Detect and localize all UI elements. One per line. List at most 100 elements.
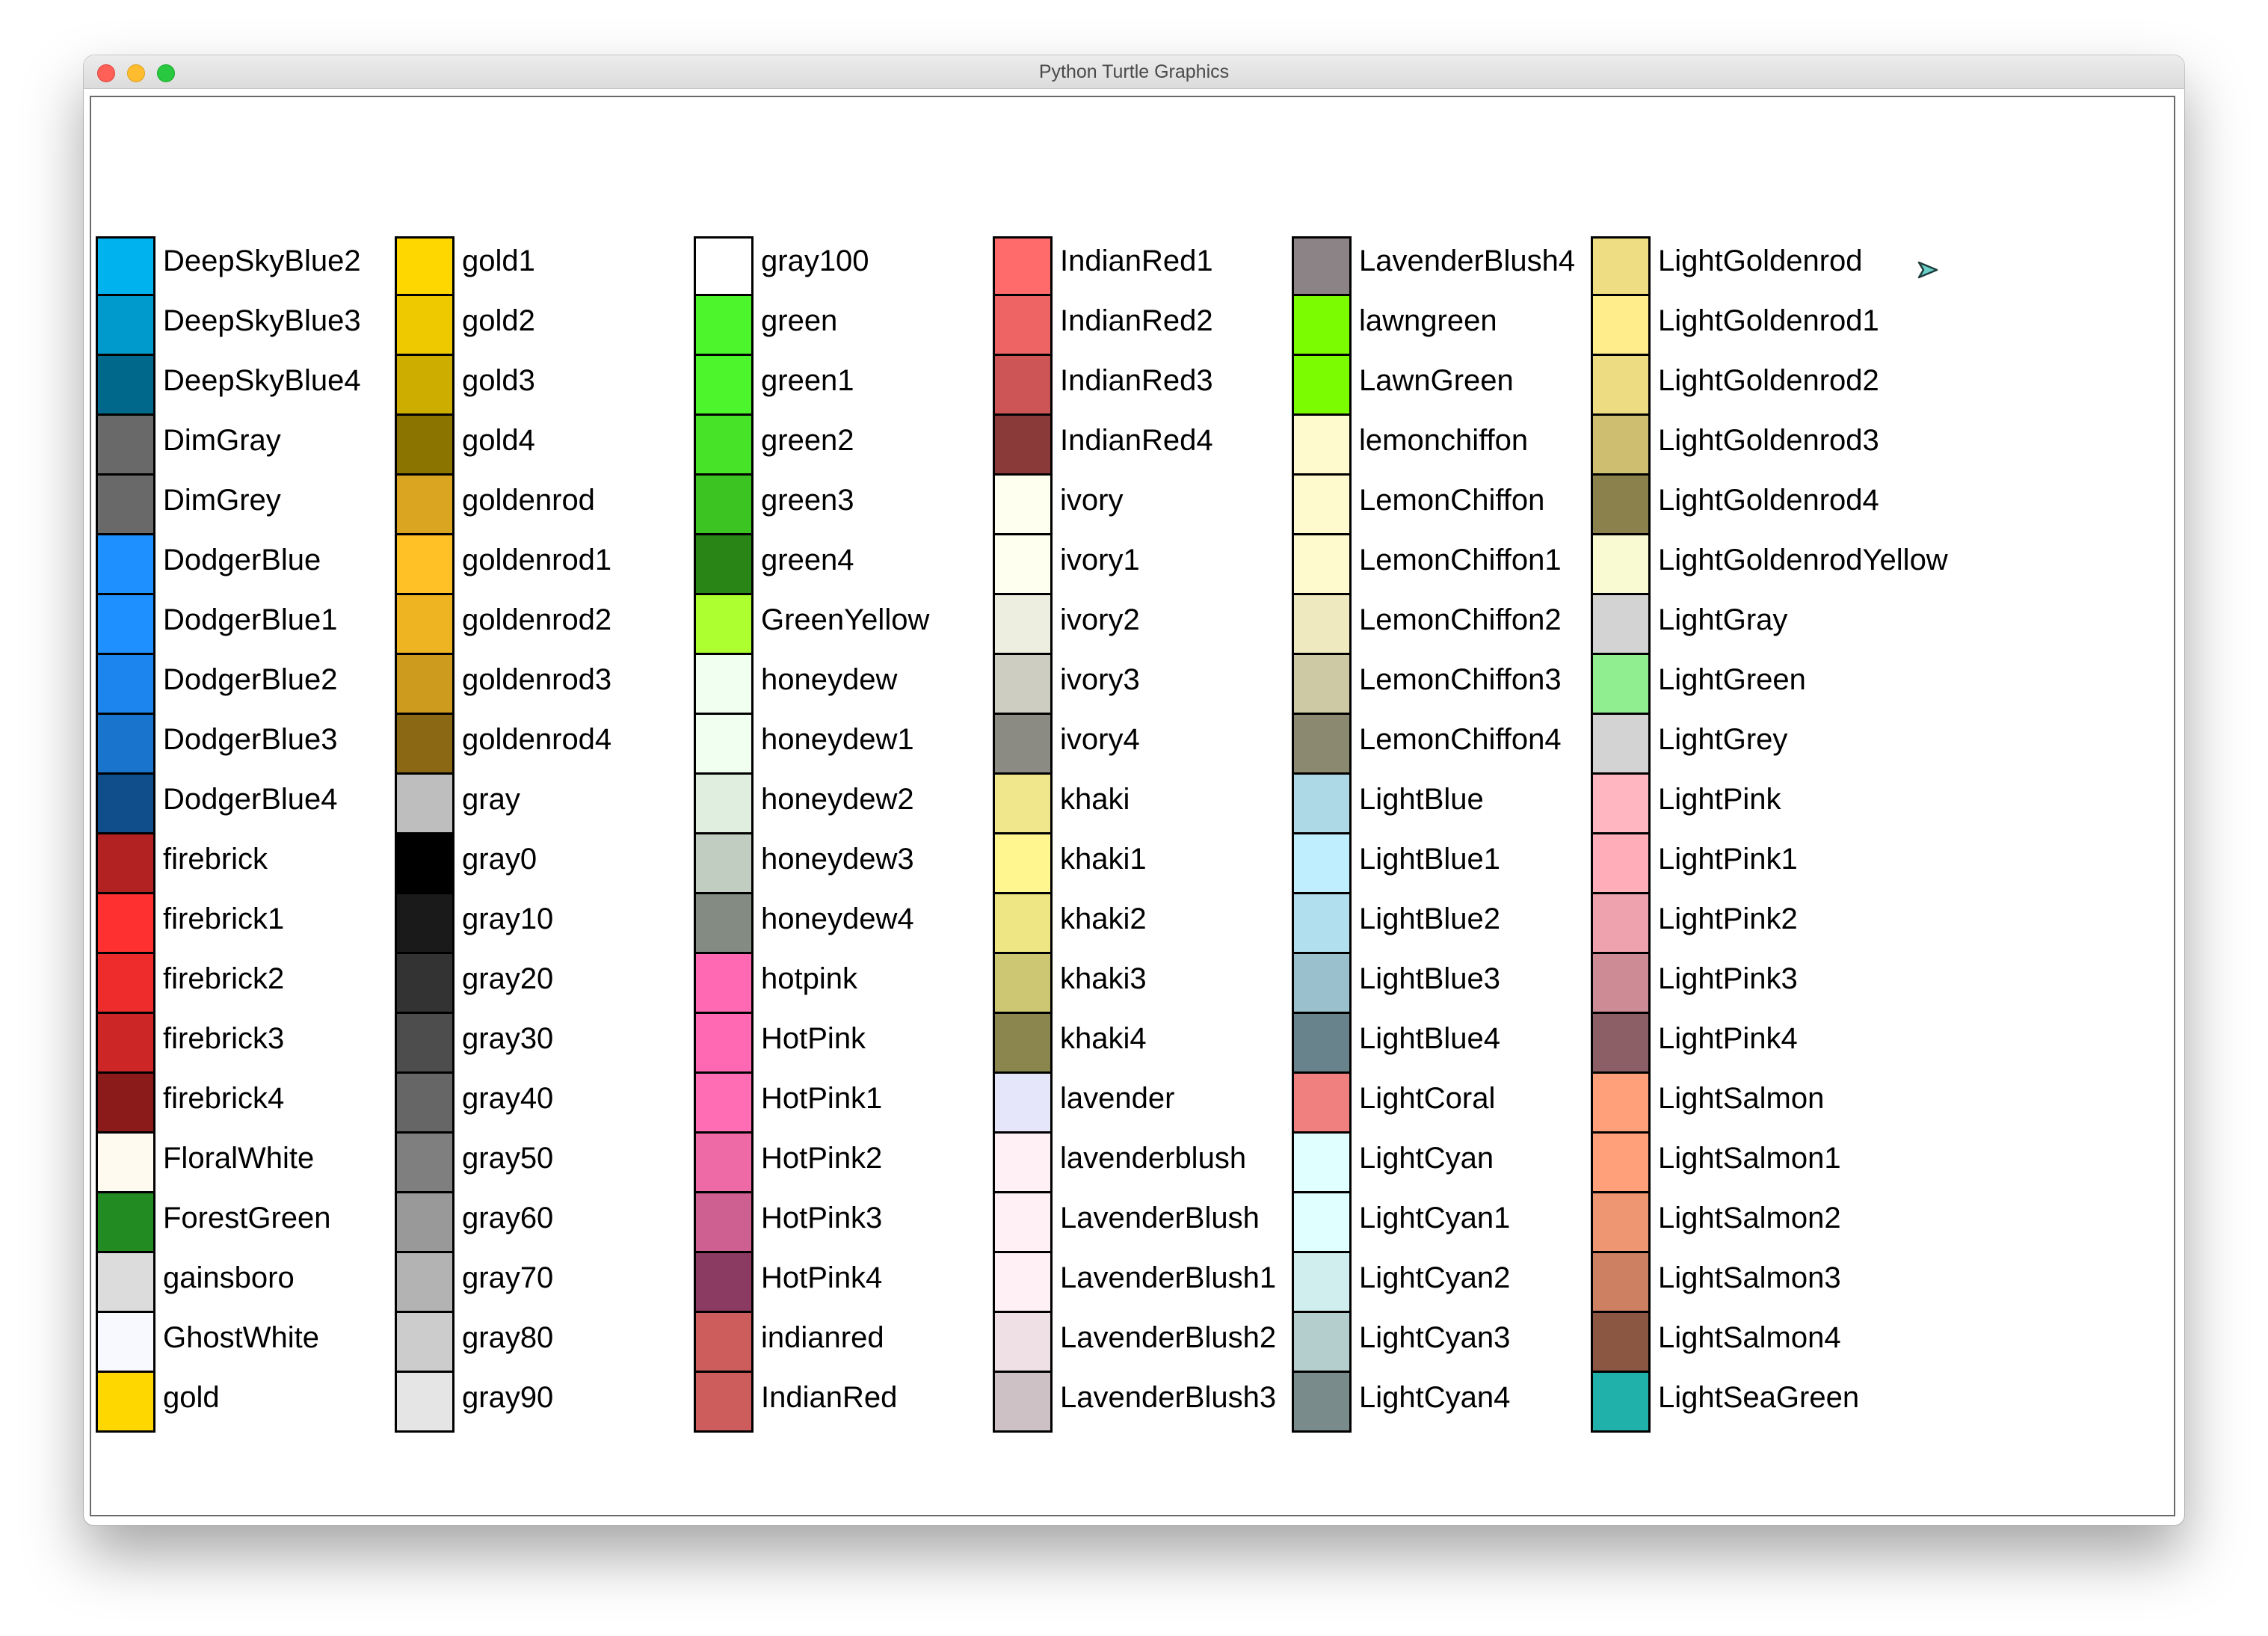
color-chip — [96, 1371, 155, 1433]
color-name-label: HotPink — [761, 1022, 866, 1055]
color-name-label: LightPink2 — [1658, 902, 1798, 935]
color-name-label: goldenrod3 — [462, 663, 612, 696]
color-chip — [993, 236, 1053, 296]
color-chip — [1292, 952, 1352, 1014]
color-chip — [1292, 1131, 1352, 1193]
color-name-label: gray40 — [462, 1082, 554, 1115]
color-name-label: LavenderBlush4 — [1359, 245, 1576, 277]
color-chip — [694, 952, 754, 1014]
color-name-label: khaki — [1060, 783, 1130, 816]
color-chip — [694, 533, 754, 595]
color-swatch-row: DimGray — [96, 413, 395, 476]
color-name-label: gray100 — [761, 245, 869, 277]
color-chip — [1292, 473, 1352, 535]
color-name-label: khaki2 — [1060, 902, 1147, 935]
color-swatch-row: LightPink — [1591, 772, 1890, 834]
color-name-label: LightCyan2 — [1359, 1261, 1511, 1294]
color-swatch-row: khaki4 — [993, 1012, 1292, 1074]
color-swatch-row: LemonChiffon4 — [1292, 713, 1591, 775]
color-chip — [694, 653, 754, 715]
color-name-label: firebrick2 — [163, 962, 285, 995]
color-swatch-row: HotPink4 — [694, 1251, 993, 1313]
color-name-label: HotPink2 — [761, 1142, 883, 1175]
color-swatch-row: LightSalmon2 — [1591, 1191, 1890, 1253]
color-name-label: gray60 — [462, 1202, 554, 1234]
color-chip — [694, 832, 754, 894]
color-chip — [96, 473, 155, 535]
color-swatch-row: khaki3 — [993, 952, 1292, 1014]
color-name-label: LightSalmon2 — [1658, 1202, 1841, 1234]
color-name-label: lawngreen — [1359, 304, 1497, 337]
color-chip — [1591, 952, 1651, 1014]
color-name-label: ForestGreen — [163, 1202, 331, 1234]
color-chip — [1591, 772, 1651, 834]
color-swatch-row: honeydew1 — [694, 713, 993, 775]
color-name-label: gray80 — [462, 1321, 554, 1354]
color-chip — [1292, 1371, 1352, 1433]
color-name-label: firebrick3 — [163, 1022, 285, 1055]
color-swatch-row: gray70 — [395, 1251, 694, 1313]
color-chip — [993, 413, 1053, 476]
color-chip — [993, 473, 1053, 535]
color-chip — [694, 294, 754, 356]
color-chip — [1292, 354, 1352, 416]
color-swatch-row: LightPink2 — [1591, 892, 1890, 954]
color-swatch-row: DodgerBlue2 — [96, 653, 395, 715]
color-chip — [993, 1071, 1053, 1134]
color-swatch-row: honeydew4 — [694, 892, 993, 954]
color-chip — [1591, 413, 1651, 476]
color-swatch-row: LemonChiffon3 — [1292, 653, 1591, 715]
color-swatch-row: LightPink1 — [1591, 832, 1890, 894]
color-name-label: honeydew4 — [761, 902, 914, 935]
color-chip — [96, 892, 155, 954]
color-name-label: gray30 — [462, 1022, 554, 1055]
color-swatch-row: ivory — [993, 473, 1292, 535]
minimize-window-button[interactable] — [127, 64, 145, 82]
zoom-window-button[interactable] — [157, 64, 175, 82]
color-name-label: gray10 — [462, 902, 554, 935]
close-window-button[interactable] — [97, 64, 115, 82]
color-name-label: LemonChiffon — [1359, 484, 1545, 517]
color-chip — [395, 1191, 454, 1253]
color-swatch-row: LightCyan3 — [1292, 1311, 1591, 1373]
color-chip — [1591, 713, 1651, 775]
color-chip — [1591, 653, 1651, 715]
color-swatch-row: gray40 — [395, 1071, 694, 1134]
color-chip — [1591, 1071, 1651, 1134]
color-name-label: LawnGreen — [1359, 364, 1514, 397]
color-swatch-row: honeydew — [694, 653, 993, 715]
color-name-label: FloralWhite — [163, 1142, 315, 1175]
color-swatch-row: green3 — [694, 473, 993, 535]
color-name-label: honeydew3 — [761, 843, 914, 876]
color-chip — [1292, 533, 1352, 595]
color-chip — [96, 1311, 155, 1373]
color-swatch-row: HotPink — [694, 1012, 993, 1074]
color-name-label: LemonChiffon1 — [1359, 544, 1562, 576]
color-swatch-row: GhostWhite — [96, 1311, 395, 1373]
title-bar[interactable]: Python Turtle Graphics — [84, 55, 2184, 89]
color-swatch-row: gold4 — [395, 413, 694, 476]
color-chip — [96, 236, 155, 296]
color-chip — [1591, 1191, 1651, 1253]
color-swatch-row: LightGoldenrod4 — [1591, 473, 1890, 535]
color-swatch-row: DodgerBlue3 — [96, 713, 395, 775]
color-chip — [395, 772, 454, 834]
color-swatch-row: LightSalmon1 — [1591, 1131, 1890, 1193]
color-swatch-row: LightGray — [1591, 593, 1890, 655]
color-chip — [993, 354, 1053, 416]
color-name-label: DeepSkyBlue2 — [163, 245, 361, 277]
color-swatch-row: green2 — [694, 413, 993, 476]
color-name-label: firebrick1 — [163, 902, 285, 935]
turtle-arrow-icon — [1917, 261, 1938, 279]
color-chip — [694, 1191, 754, 1253]
color-swatch-row: ivory4 — [993, 713, 1292, 775]
color-swatch-row: goldenrod — [395, 473, 694, 535]
color-chip — [694, 1012, 754, 1074]
color-name-label: DodgerBlue2 — [163, 663, 338, 696]
color-chip — [1591, 1371, 1651, 1433]
color-chip — [1591, 1311, 1651, 1373]
color-name-label: IndianRed — [761, 1381, 898, 1414]
